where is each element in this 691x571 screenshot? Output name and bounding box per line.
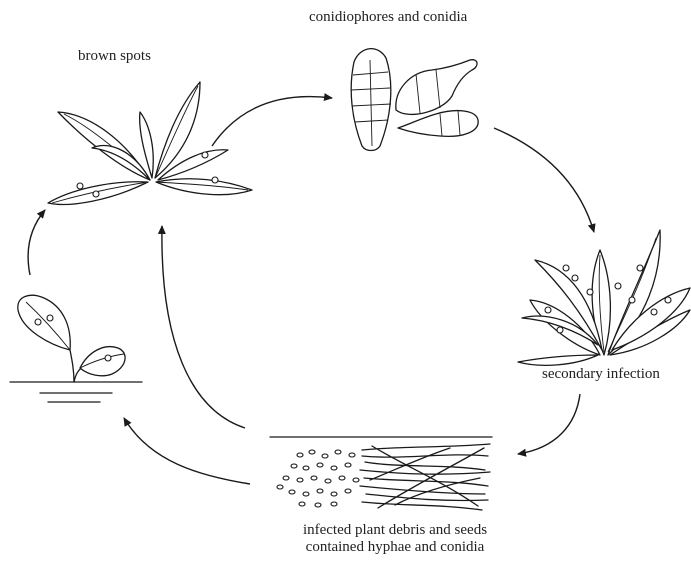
- seeds-cluster: [277, 450, 359, 507]
- plant-debris: [360, 444, 490, 510]
- label-infected-debris: infected plant debris and seeds containe…: [268, 522, 522, 557]
- label-conidiophores-and-conidia: conidiophores and conidia: [309, 9, 467, 26]
- label-secondary-infection: secondary infection: [542, 366, 660, 383]
- conidia-illustration: [351, 49, 478, 151]
- label-debris-line-2: contained hyphae and conidia: [268, 539, 522, 556]
- secondary-infection-plant: [518, 230, 690, 365]
- debris-and-seeds-illustration: [270, 437, 492, 510]
- label-debris-line-1: infected plant debris and seeds: [268, 522, 522, 539]
- seedling-illustration: [10, 295, 142, 402]
- label-brown-spots: brown spots: [78, 48, 151, 65]
- brown-spots-plant: [48, 82, 252, 204]
